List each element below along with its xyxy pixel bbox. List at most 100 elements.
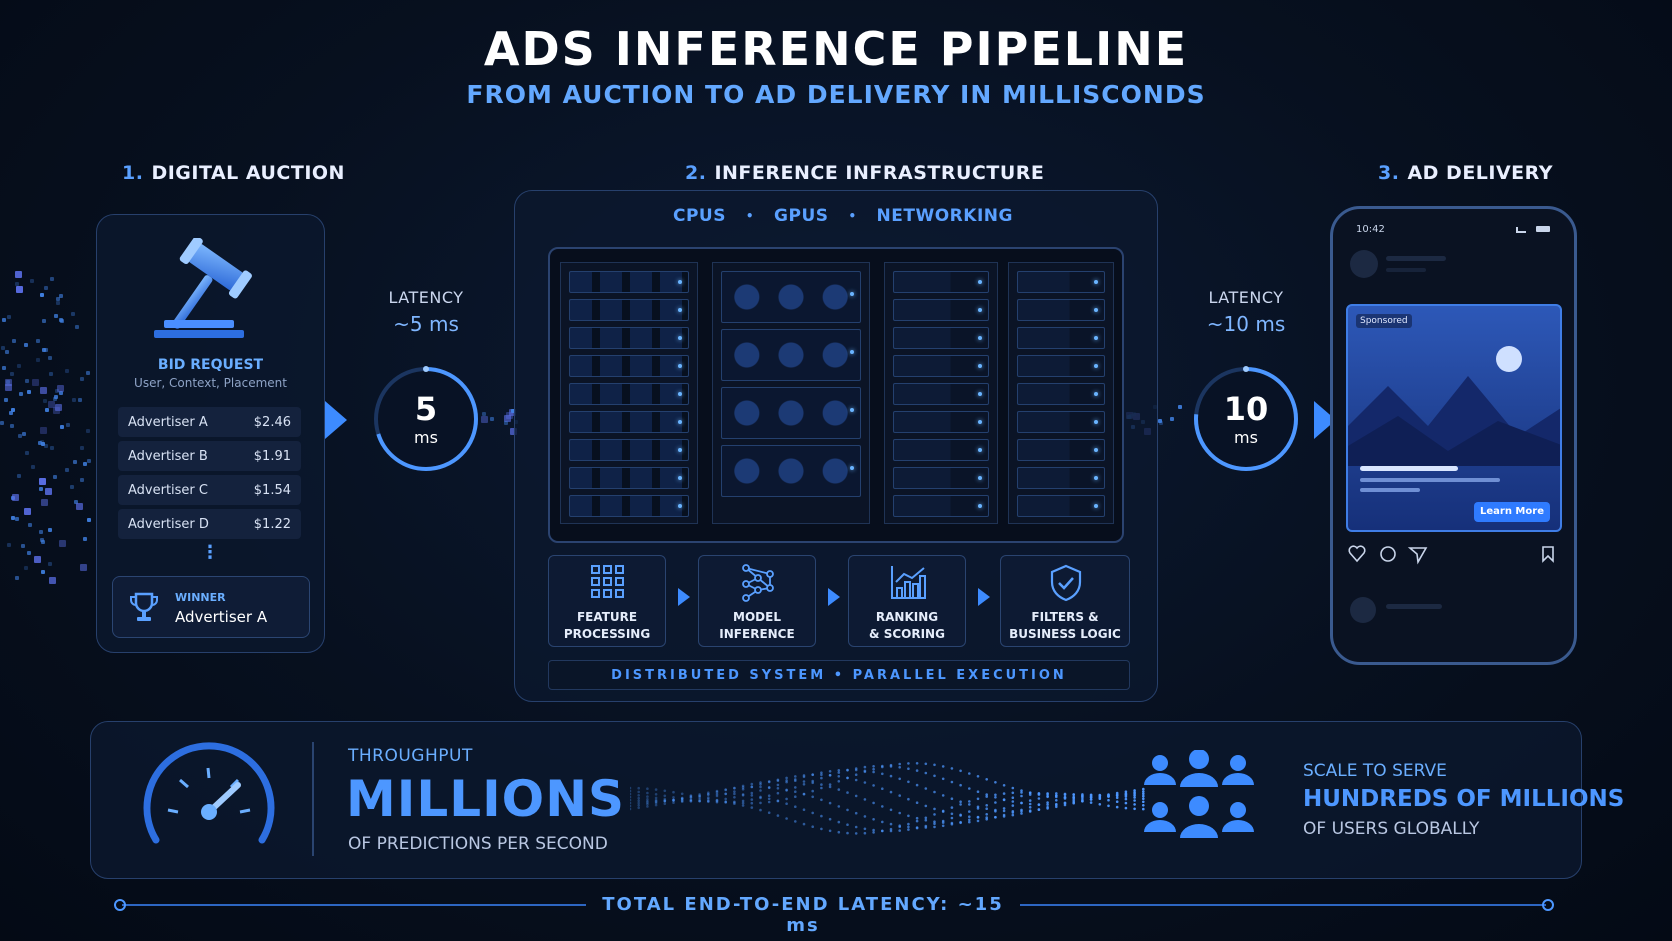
page-title: ADS INFERENCE PIPELINE (483, 22, 1189, 76)
data-dot (505, 412, 513, 420)
status-led (850, 466, 854, 470)
mountain-icon (1348, 376, 1560, 466)
data-dot (39, 426, 47, 434)
wave-dot (811, 825, 814, 828)
wave-dot (637, 799, 640, 802)
wave-dot (1072, 795, 1075, 799)
wave-dot (663, 799, 667, 802)
data-dot (4, 379, 12, 387)
rack-unit (1017, 467, 1105, 489)
wave-dot (680, 799, 684, 802)
bookmark-icon[interactable] (1541, 545, 1555, 563)
page-subtitle: FROM AUCTION TO AD DELIVERY IN MILLISCON… (466, 80, 1206, 109)
wave-dot (915, 762, 919, 765)
share-icon[interactable] (1407, 547, 1428, 565)
wave-dot (898, 766, 901, 769)
wave-dot (785, 802, 788, 805)
post-header-placeholder (1386, 268, 1426, 272)
latency-clock-icon (1194, 366, 1298, 471)
wave-dot (968, 787, 971, 790)
status-led (678, 336, 682, 340)
wave-dot (733, 792, 736, 796)
status-led (1094, 448, 1098, 452)
wave-dot (1142, 792, 1145, 795)
data-dot (52, 474, 57, 479)
wave-dot (698, 796, 701, 799)
wave-dot (689, 794, 693, 797)
wave-dot (707, 792, 710, 796)
step-filters-business-logic: FILTERS & BUSINESS LOGIC (1000, 555, 1130, 647)
wave-dot (898, 777, 901, 781)
wave-dot (1028, 793, 1032, 796)
rack-unit (893, 467, 989, 489)
data-dot (510, 427, 518, 435)
wave-dot (820, 786, 823, 790)
status-led (678, 420, 682, 424)
wave-dot (1133, 796, 1136, 799)
wave-dot (689, 799, 693, 803)
wave-dot (759, 808, 762, 812)
data-dot (70, 484, 75, 489)
data-dot (40, 537, 45, 542)
wave-dot (811, 795, 814, 799)
wave-dot (1028, 799, 1032, 802)
wave-dot (715, 800, 719, 803)
data-dot (41, 540, 46, 545)
latency-unit: ms (1234, 428, 1258, 447)
wave-dot (994, 796, 997, 799)
wave-dot (663, 797, 667, 801)
ad-creative[interactable]: Sponsored Learn More (1346, 304, 1562, 532)
wave-dot (698, 794, 701, 798)
wave-dot (889, 827, 893, 831)
wave-dot (863, 831, 867, 835)
wave-dot (637, 796, 640, 800)
wave-dot (828, 801, 832, 805)
wave-dot (724, 792, 727, 796)
data-dot (43, 398, 48, 403)
wave-dot (976, 807, 980, 810)
wave-dot (846, 768, 849, 772)
distributed-label: DISTRIBUTED SYSTEM • PARALLEL EXECUTION (611, 668, 1067, 683)
wave-dot (785, 817, 788, 820)
wave-dot (741, 784, 745, 788)
section-title-infra: 2.INFERENCE INFRASTRUCTURE (685, 162, 1044, 184)
post-header-placeholder (1386, 604, 1442, 609)
ad-text-placeholder (1360, 466, 1458, 471)
wave-dot (750, 798, 754, 801)
data-dot (0, 421, 4, 426)
wave-dot (907, 828, 910, 831)
wave-dot (959, 803, 962, 806)
comment-icon[interactable] (1380, 546, 1396, 562)
wave-dot (994, 816, 997, 819)
wave-dot (689, 799, 693, 803)
data-dot (12, 494, 20, 502)
data-dot (29, 278, 34, 283)
rack-unit (893, 495, 989, 517)
wave-dot (985, 804, 988, 807)
wave-dot (646, 801, 649, 804)
data-dot (504, 420, 509, 425)
status-led (978, 336, 982, 340)
wave-dot (959, 800, 962, 803)
wave-dot (1020, 812, 1023, 815)
learn-more-button[interactable]: Learn More (1474, 502, 1550, 522)
wave-dot (1063, 803, 1067, 807)
advertiser-row: Advertiser C $1.54 (118, 475, 301, 505)
wave-dot (1055, 803, 1058, 807)
wave-dot (637, 794, 640, 797)
wave-dot (707, 793, 710, 797)
data-dot (54, 389, 59, 394)
wave-dot (1098, 797, 1102, 800)
wave-dot (1098, 803, 1102, 806)
heart-icon[interactable] (1348, 545, 1366, 563)
data-dot (11, 515, 16, 520)
wave-dot (741, 793, 745, 796)
wave-dot (672, 798, 675, 802)
rack-unit (1017, 383, 1105, 405)
wave-dot (898, 794, 901, 797)
wave-dot (767, 797, 771, 801)
wave-dot (898, 762, 901, 766)
wave-dot (941, 765, 945, 768)
data-dot (23, 343, 28, 348)
wave-dot (933, 790, 936, 794)
